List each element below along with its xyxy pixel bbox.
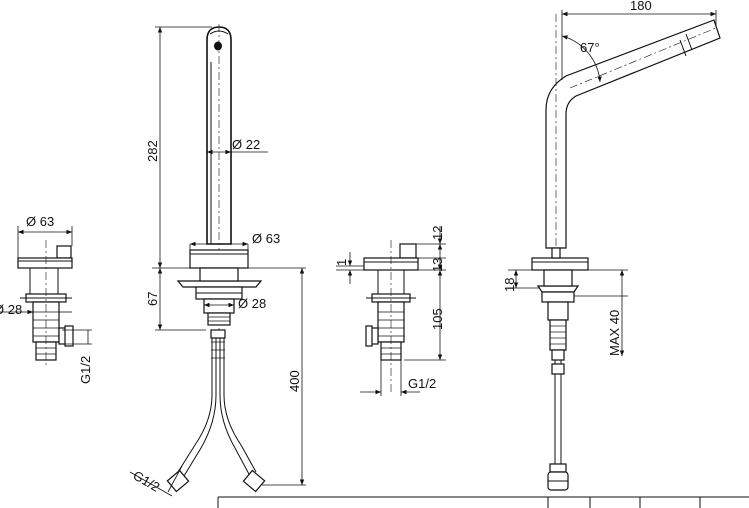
left-valve-diameter-stem: Ø 28 <box>0 302 22 317</box>
spout-base-height: 67 <box>145 292 160 306</box>
spout-base-diameter: Ø 63 <box>252 231 280 246</box>
valve-side-view: 12 13 105 1 G1/2 <box>334 226 446 396</box>
spout-reach: 180 <box>630 0 652 13</box>
valve-dim-105: 105 <box>430 308 445 330</box>
spout-diameter: Ø 22 <box>232 137 260 152</box>
valve-side-thread: G1/2 <box>408 376 436 391</box>
spout-max-thickness: MAX 40 <box>607 310 622 356</box>
valve-dim-1: 1 <box>334 259 349 266</box>
spout-height: 282 <box>145 140 160 162</box>
title-block-edge <box>217 496 749 508</box>
hose-length: 400 <box>287 370 302 392</box>
spout-side-base-height: 18 <box>502 278 517 292</box>
left-valve-thread: G1/2 <box>78 356 93 384</box>
spout-angle: 67° <box>580 40 600 55</box>
spout-side-view: 180 67° 18 MAX 40 <box>502 0 721 491</box>
left-valve-diameter-top: Ø 63 <box>26 214 54 229</box>
spout-stem-diameter: Ø 28 <box>238 296 266 311</box>
valve-dim-12: 12 <box>430 226 445 240</box>
spout-thread: G1/2 <box>131 468 163 495</box>
spout-front-view: 282 Ø 22 Ø 63 67 Ø 28 <box>129 24 306 497</box>
left-valve-view: Ø 63 Ø 28 G1/2 <box>0 214 93 384</box>
valve-dim-13: 13 <box>430 258 445 272</box>
